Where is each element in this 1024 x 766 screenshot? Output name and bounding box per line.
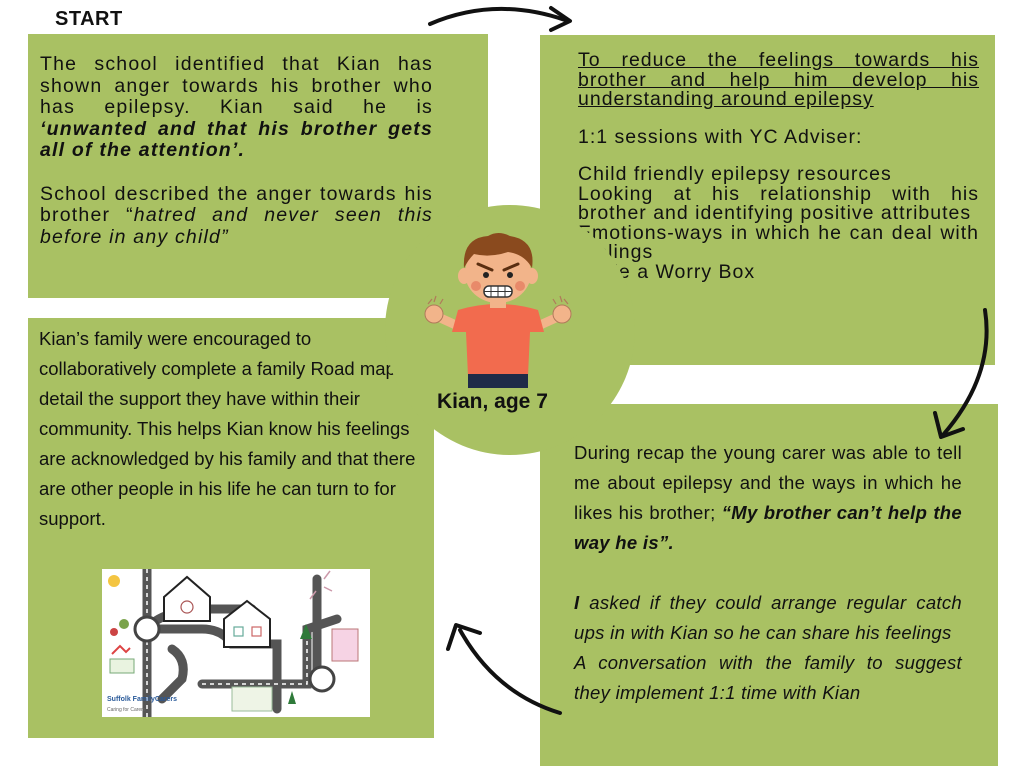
box-recap-outcome: During recap the young carer was able to… bbox=[540, 404, 998, 766]
bl-text: Kian’s family were encouraged to collabo… bbox=[39, 328, 417, 529]
logo-tagline: Caring for Carers bbox=[107, 707, 146, 713]
tl-paragraph-1: The school identified that Kian has show… bbox=[40, 53, 433, 162]
tl-p2-quote: hatred and never seen this before in any… bbox=[40, 204, 433, 248]
arrow-bottom-left-icon bbox=[446, 623, 562, 715]
br-paragraph-1: During recap the young carer was able to… bbox=[574, 438, 962, 558]
tl-p1-text: The school identified that Kian has show… bbox=[40, 53, 433, 118]
tl-p1-quote: ‘unwanted and that his brother gets all … bbox=[40, 117, 433, 161]
br-p1-quote: “My brother can’t help the way he is”. bbox=[574, 502, 962, 553]
arrow-top-icon bbox=[428, 6, 572, 32]
br-paragraph-3: A conversation with the family to sugges… bbox=[574, 652, 962, 703]
center-caption: Kian, age 7 bbox=[437, 390, 548, 413]
br-p1-text: During recap the young carer was able to… bbox=[574, 442, 962, 523]
arrow-right-down-icon bbox=[933, 308, 989, 439]
family-road-map-image: Suffolk FamilyCarers Caring for Carers bbox=[102, 569, 370, 717]
br-p2-lead: I bbox=[574, 592, 580, 613]
br-paragraph-2: I asked if they could arrange regular ca… bbox=[574, 588, 962, 648]
tl-paragraph-2: School described the anger towards his b… bbox=[40, 182, 433, 249]
tr-item-2: Looking at his relationship with his bro… bbox=[578, 182, 979, 224]
br-spacer bbox=[574, 558, 962, 588]
tr-sessions: 1:1 sessions with YC Adviser: bbox=[578, 125, 863, 148]
logo-brand: Suffolk FamilyCarers bbox=[107, 696, 177, 703]
tl-p2-text: School described the anger towards his b… bbox=[40, 182, 433, 226]
box-start-problem: The school identified that Kian has show… bbox=[28, 34, 488, 298]
angry-boy-icon bbox=[424, 233, 572, 388]
tr-item-1: Child friendly epilepsy resources bbox=[578, 163, 892, 185]
tr-item-4: Made a Worry Box bbox=[578, 260, 756, 283]
tr-item-3: Emotions-ways in which he can deal with … bbox=[578, 221, 979, 263]
br-p2-text: asked if they could arrange regular catc… bbox=[574, 592, 962, 643]
start-label: START bbox=[55, 8, 123, 30]
tr-heading: To reduce the feelings towards his broth… bbox=[578, 49, 979, 110]
